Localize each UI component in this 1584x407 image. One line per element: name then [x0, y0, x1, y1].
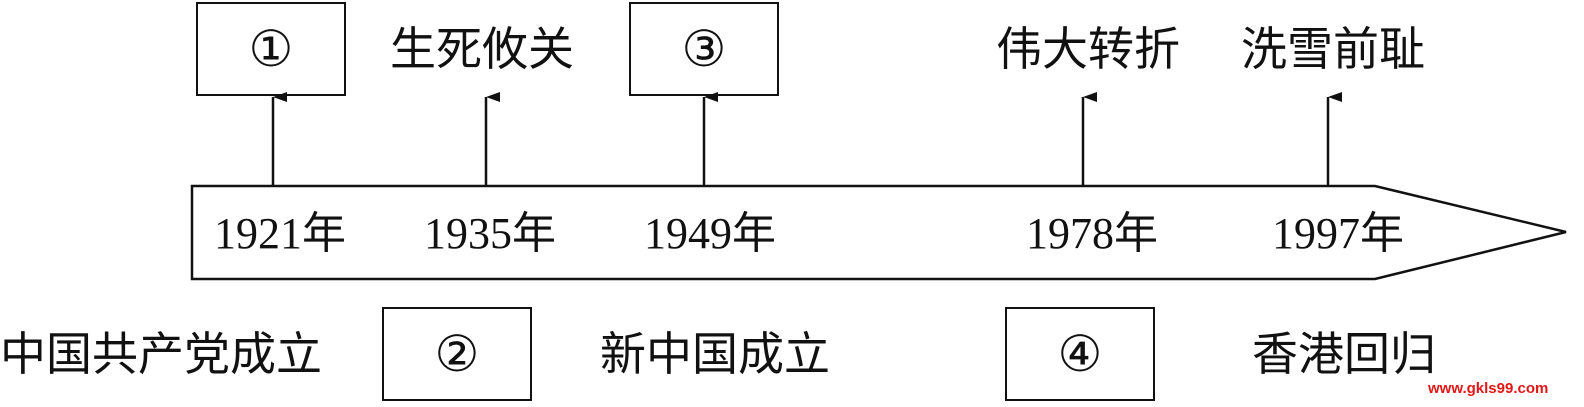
- label-hong-kong-return: 香港回归: [1252, 327, 1436, 381]
- box-3-label: ③: [681, 20, 727, 78]
- year-1921: 1921年: [214, 209, 346, 258]
- box-2: ②: [382, 307, 532, 401]
- year-1935: 1935年: [424, 209, 556, 258]
- watermark: www.gkls99.com: [1428, 380, 1549, 397]
- box-3: ③: [629, 2, 779, 96]
- label-wipe-out-humiliation: 洗雪前耻: [1241, 22, 1425, 76]
- box-2-label: ②: [434, 325, 480, 383]
- label-great-turning-point: 伟大转折: [996, 22, 1180, 76]
- year-1978: 1978年: [1026, 209, 1158, 258]
- label-life-or-death: 生死攸关: [390, 22, 574, 76]
- label-cpc-founded: 中国共产党成立: [0, 327, 322, 381]
- label-new-china-founded: 新中国成立: [600, 327, 830, 381]
- box-4: ④: [1005, 307, 1155, 401]
- box-1-label: ①: [248, 20, 294, 78]
- year-1949: 1949年: [644, 209, 776, 258]
- timeline-arrow-band: [190, 184, 1567, 281]
- year-1997: 1997年: [1272, 209, 1404, 258]
- box-1: ①: [196, 2, 346, 96]
- box-4-label: ④: [1057, 325, 1103, 383]
